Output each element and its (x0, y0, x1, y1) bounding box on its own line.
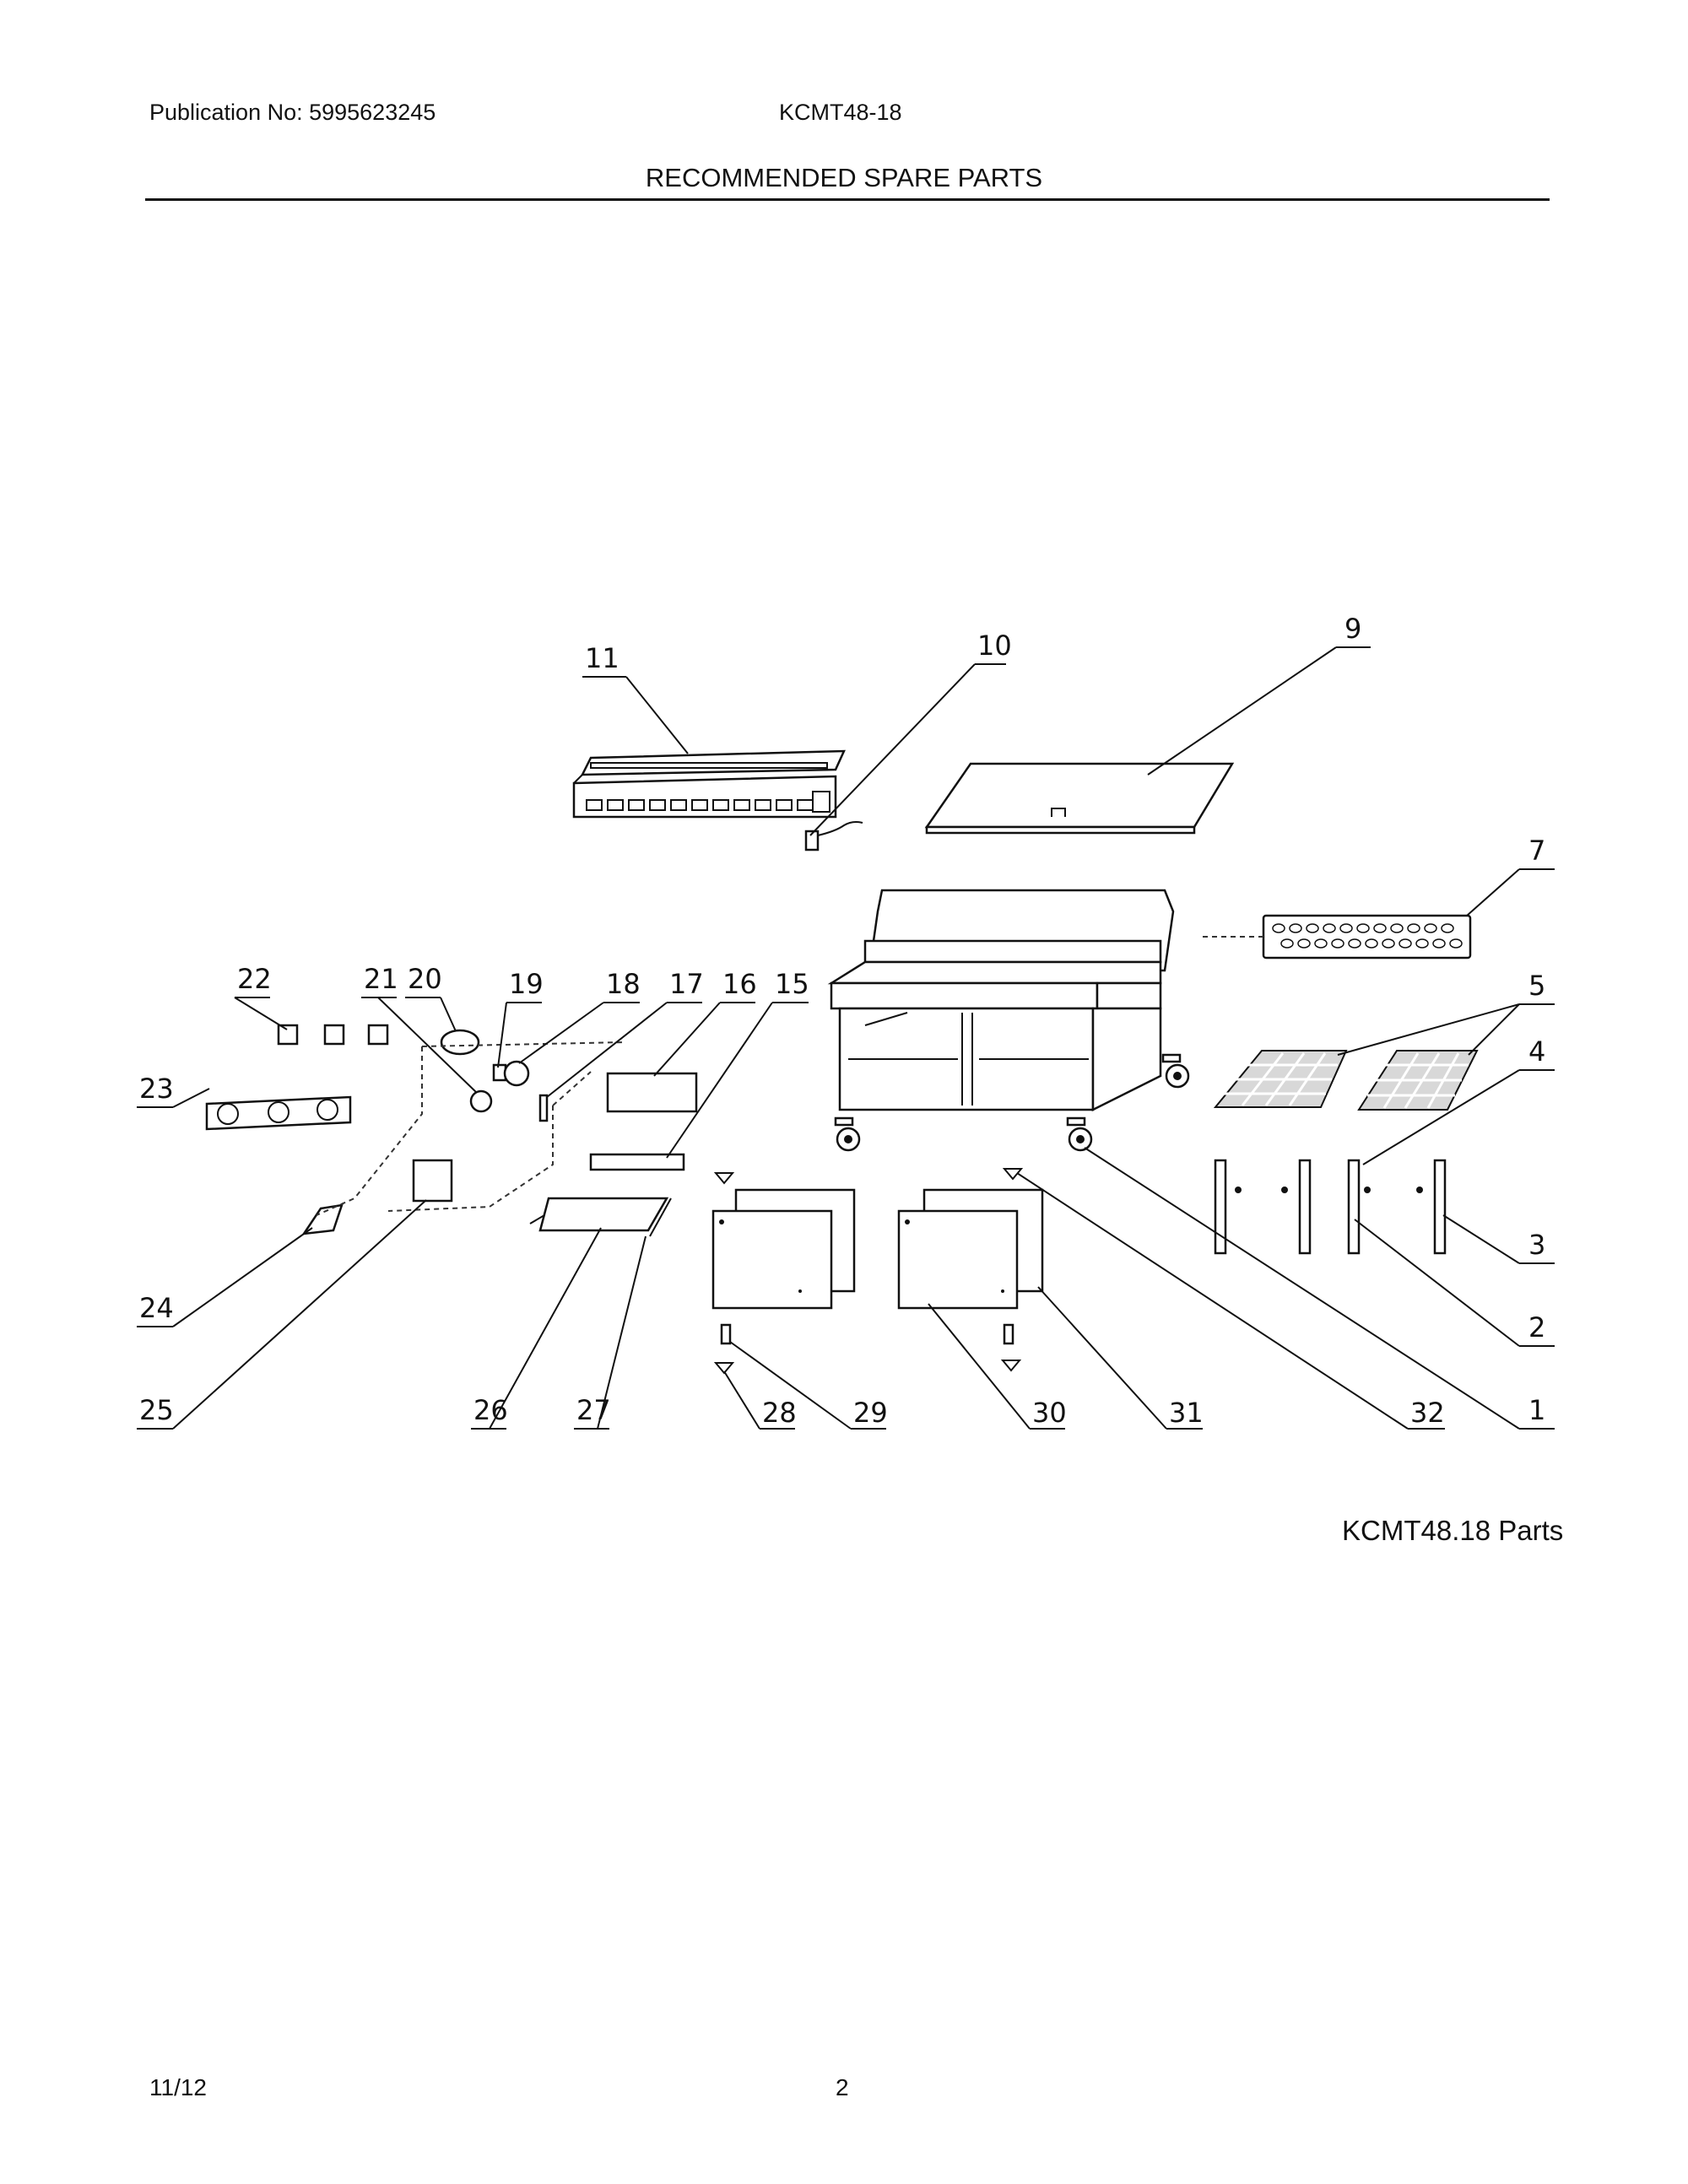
callout-18: 18 (606, 968, 641, 1000)
part-9-lid-drawing (924, 762, 1235, 835)
callout-26: 26 (473, 1394, 508, 1426)
part-7-perforated-cover-drawing (1198, 914, 1472, 960)
part-2-3-4-shelf-supports-drawing (1214, 1159, 1447, 1255)
callout-11: 11 (585, 642, 619, 674)
part-11-rail-drawing (572, 749, 846, 819)
callout-19: 19 (509, 968, 544, 1000)
callout-27: 27 (576, 1394, 611, 1426)
callout-32: 32 (1410, 1397, 1445, 1429)
callout-7: 7 (1528, 835, 1545, 867)
callout-9: 9 (1344, 613, 1361, 645)
callout-25: 25 (139, 1394, 174, 1426)
diagram-caption: KCMT48.18 Parts (1342, 1515, 1564, 1546)
publication-number: Publication No: 5995623245 (149, 100, 436, 125)
page-title: RECOMMENDED SPARE PARTS (645, 163, 1043, 192)
refrigeration-system-drawing (205, 1024, 698, 1235)
page-number: 2 (836, 2074, 849, 2100)
callout-21: 21 (364, 963, 398, 995)
model-number: KCMT48-18 (779, 100, 902, 125)
callout-31: 31 (1169, 1397, 1204, 1429)
callout-24: 24 (139, 1292, 174, 1324)
part-1-casters-drawing (834, 1053, 1190, 1152)
callout-leaders (137, 646, 1555, 1430)
callout-29: 29 (853, 1397, 888, 1429)
callout-3: 3 (1528, 1229, 1545, 1261)
callout-30: 30 (1032, 1397, 1067, 1429)
part-10-thermostat-drawing (804, 821, 863, 851)
callout-20: 20 (408, 963, 442, 995)
callout-17: 17 (669, 968, 704, 1000)
callout-labels: 1 2 3 4 5 7 9 10 11 15 16 17 18 19 20 21… (139, 613, 1545, 1429)
header-divider (145, 198, 1550, 201)
callout-22: 22 (237, 963, 272, 995)
callout-5: 5 (1528, 970, 1545, 1002)
callout-2: 2 (1528, 1311, 1545, 1343)
footer-date: 11/12 (149, 2074, 207, 2100)
part-5-wire-shelves-drawing (1213, 1050, 1479, 1111)
cabinet-body-drawing (827, 889, 1175, 1112)
callout-16: 16 (722, 968, 757, 1000)
part-30-31-drawers-drawing (711, 1188, 1044, 1310)
part-26-27-evaporator-cover-drawing (529, 1197, 672, 1237)
callout-15: 15 (775, 968, 809, 1000)
callout-1: 1 (1528, 1394, 1545, 1426)
callout-23: 23 (139, 1073, 174, 1105)
callout-10: 10 (977, 630, 1012, 662)
callout-28: 28 (762, 1397, 797, 1429)
callout-4: 4 (1528, 1035, 1545, 1068)
